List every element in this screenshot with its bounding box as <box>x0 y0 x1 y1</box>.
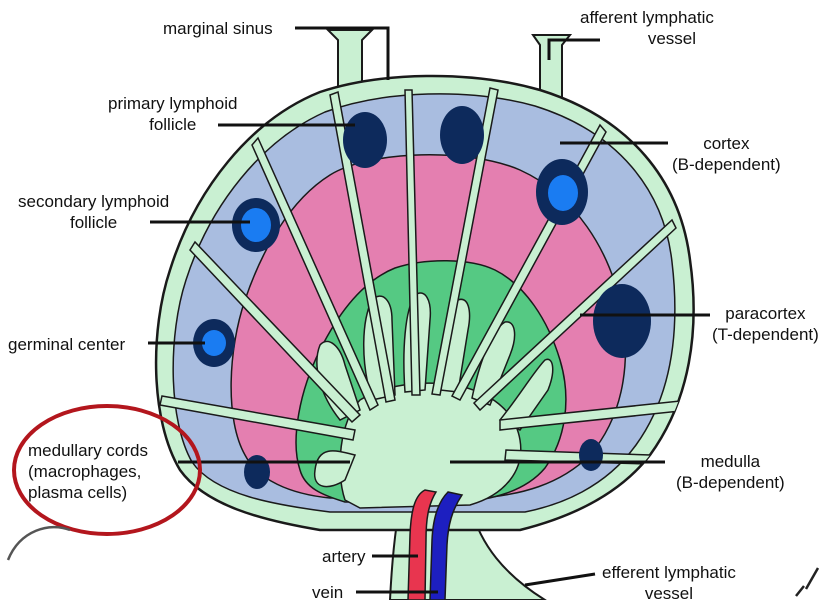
germinal-center <box>241 208 271 242</box>
label-efferent-lymphatic-vessel: efferent lymphatic vessel <box>602 562 736 604</box>
germinal-center <box>548 175 578 211</box>
label-afferent-lymphatic-vessel: afferent lymphatic vessel <box>580 7 714 49</box>
primary-follicle <box>579 439 603 471</box>
label-medulla: medulla (B-dependent) <box>676 451 785 493</box>
label-secondary-lymphoid-follicle: secondary lymphoid follicle <box>18 191 169 233</box>
label-marginal-sinus: marginal sinus <box>163 18 273 39</box>
label-medullary-cords: medullary cords (macrophages, plasma cel… <box>28 440 148 503</box>
primary-follicle <box>244 455 270 489</box>
checkmark-icon <box>796 568 818 596</box>
label-cortex: cortex (B-dependent) <box>672 133 781 175</box>
label-paracortex: paracortex (T-dependent) <box>712 303 819 345</box>
label-primary-lymphoid-follicle: primary lymphoid follicle <box>108 93 237 135</box>
primary-follicle <box>440 106 484 164</box>
paracortex-follicle <box>593 284 651 358</box>
label-germinal-center: germinal center <box>8 334 125 355</box>
germinal-center <box>202 330 226 356</box>
partial-circle-mark <box>8 527 70 560</box>
primary-follicle <box>343 112 387 168</box>
label-artery: artery <box>322 546 365 567</box>
